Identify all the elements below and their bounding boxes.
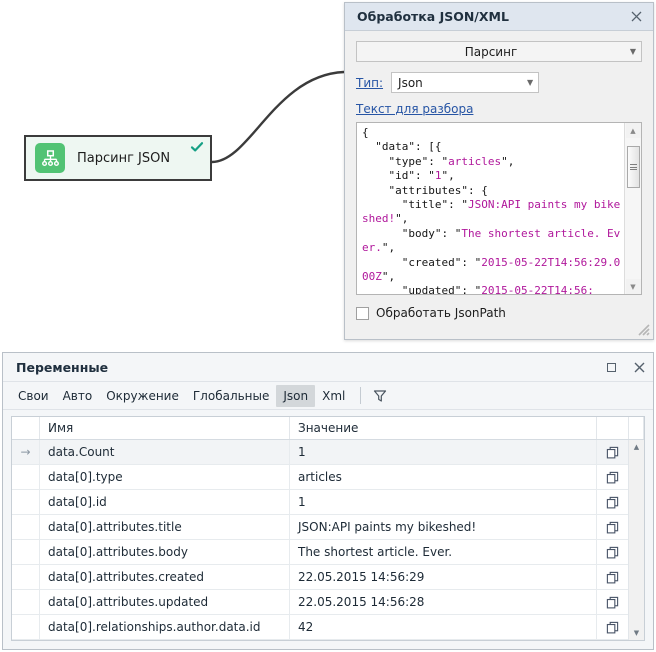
json-scrollbar-track[interactable] <box>625 138 641 279</box>
row-value: 42 <box>290 615 597 639</box>
jsonpath-checkbox-row[interactable]: Обработать JsonPath <box>356 306 642 320</box>
copy-icon[interactable] <box>597 590 629 614</box>
row-marker <box>12 590 40 614</box>
json-scrollbar-thumb[interactable] <box>626 146 640 188</box>
row-name: data[0].id <box>40 490 290 514</box>
row-name: data[0].attributes.created <box>40 565 290 589</box>
row-value: 1 <box>290 440 597 464</box>
copy-icon[interactable] <box>597 465 629 489</box>
row-name: data[0].attributes.title <box>40 515 290 539</box>
row-value: articles <box>290 465 597 489</box>
type-label[interactable]: Тип: <box>356 75 384 90</box>
tab-separator <box>360 387 362 404</box>
triangle-up-icon[interactable]: ▲ <box>625 123 641 138</box>
row-marker <box>12 515 40 539</box>
copy-icon[interactable] <box>597 565 629 589</box>
dialog-title-bar[interactable]: Обработка JSON/XML <box>345 3 653 31</box>
grid-scrollbar-track[interactable] <box>629 454 644 626</box>
triangle-down-icon[interactable]: ▼ <box>633 629 640 637</box>
grid-scrollbar[interactable]: ▲ ▼ <box>628 440 644 640</box>
row-value: 1 <box>290 490 597 514</box>
row-name: data[0].type <box>40 465 290 489</box>
copy-icon[interactable] <box>597 615 629 639</box>
grid-header-value: Значение <box>290 417 597 439</box>
grid-header-scroll-spacer <box>629 417 644 439</box>
json-text-area[interactable]: { "data": [{ "type": "articles", "id": "… <box>356 122 642 295</box>
close-icon[interactable] <box>625 7 647 27</box>
grid-header-marker <box>12 417 40 439</box>
row-marker <box>12 615 40 639</box>
tab-глобальные[interactable]: Глобальные <box>192 388 270 403</box>
variables-title-bar[interactable]: Переменные <box>3 353 653 382</box>
check-icon <box>190 140 204 157</box>
chevron-down-icon: ▼ <box>526 78 534 87</box>
close-icon[interactable] <box>625 353 653 381</box>
node-label: Парсинг JSON <box>77 150 171 166</box>
sitemap-icon <box>35 143 65 173</box>
grid-header-copy <box>597 417 629 439</box>
tab-json[interactable]: Json <box>276 384 316 407</box>
row-name: data.Count <box>40 440 290 464</box>
row-value: The shortest article. Ever. <box>290 540 597 564</box>
json-xml-dialog: Обработка JSON/XML Парсинг ▼ Тип: Json ▼… <box>344 2 654 340</box>
copy-icon[interactable] <box>597 515 629 539</box>
row-marker <box>12 540 40 564</box>
workflow-node-parse-json[interactable]: Парсинг JSON <box>24 135 212 181</box>
resize-grip-icon[interactable] <box>638 324 650 336</box>
type-combobox-value: Json <box>398 75 423 90</box>
type-field-row: Тип: Json ▼ <box>356 72 642 93</box>
grid-header-name: Имя <box>40 417 290 439</box>
mode-combobox[interactable]: Парсинг ▼ <box>356 41 642 62</box>
tab-окружение[interactable]: Окружение <box>106 388 179 403</box>
grid-header-row: Имя Значение <box>12 417 644 440</box>
chevron-down-icon: ▼ <box>629 47 637 56</box>
row-value: 22.05.2015 14:56:29 <box>290 565 597 589</box>
jsonpath-checkbox-label: Обработать JsonPath <box>376 306 506 320</box>
parse-text-label[interactable]: Текст для разбора <box>356 102 474 116</box>
maximize-icon[interactable] <box>597 353 625 381</box>
filter-funnel-icon[interactable] <box>369 386 391 406</box>
triangle-up-icon[interactable]: ▲ <box>633 443 640 451</box>
row-value: 22.05.2015 14:56:28 <box>290 590 597 614</box>
json-text-content[interactable]: { "data": [{ "type": "articles", "id": "… <box>362 126 621 294</box>
copy-icon[interactable] <box>597 540 629 564</box>
tab-xml[interactable]: Xml <box>322 388 346 403</box>
row-name: data[0].attributes.updated <box>40 590 290 614</box>
variables-panel: Переменные Свои Авто Окружение Глобальные Js… <box>2 352 654 650</box>
variables-tabs: Свои Авто Окружение Глобальные Json Xml <box>3 382 653 410</box>
tab-авто[interactable]: Авто <box>62 388 93 403</box>
json-scrollbar[interactable]: ▲ ▼ <box>624 123 641 294</box>
type-combobox[interactable]: Json ▼ <box>391 72 540 93</box>
row-marker <box>12 490 40 514</box>
variables-panel-title: Переменные <box>16 359 109 375</box>
copy-icon[interactable] <box>597 440 629 464</box>
copy-icon[interactable] <box>597 490 629 514</box>
row-name: data[0].relationships.author.data.id <box>40 615 290 639</box>
row-marker <box>12 565 40 589</box>
row-marker: → <box>12 440 40 464</box>
row-marker <box>12 465 40 489</box>
parse-text-label-row: Текст для разбора <box>356 102 642 116</box>
jsonpath-checkbox[interactable] <box>356 306 369 320</box>
row-value: JSON:API paints my bikeshed! <box>290 515 597 539</box>
mode-combobox-value: Парсинг <box>464 44 518 59</box>
triangle-down-icon[interactable]: ▼ <box>625 279 641 294</box>
dialog-title: Обработка JSON/XML <box>357 9 509 24</box>
tab-свои[interactable]: Свои <box>18 388 49 403</box>
row-name: data[0].attributes.body <box>40 540 290 564</box>
